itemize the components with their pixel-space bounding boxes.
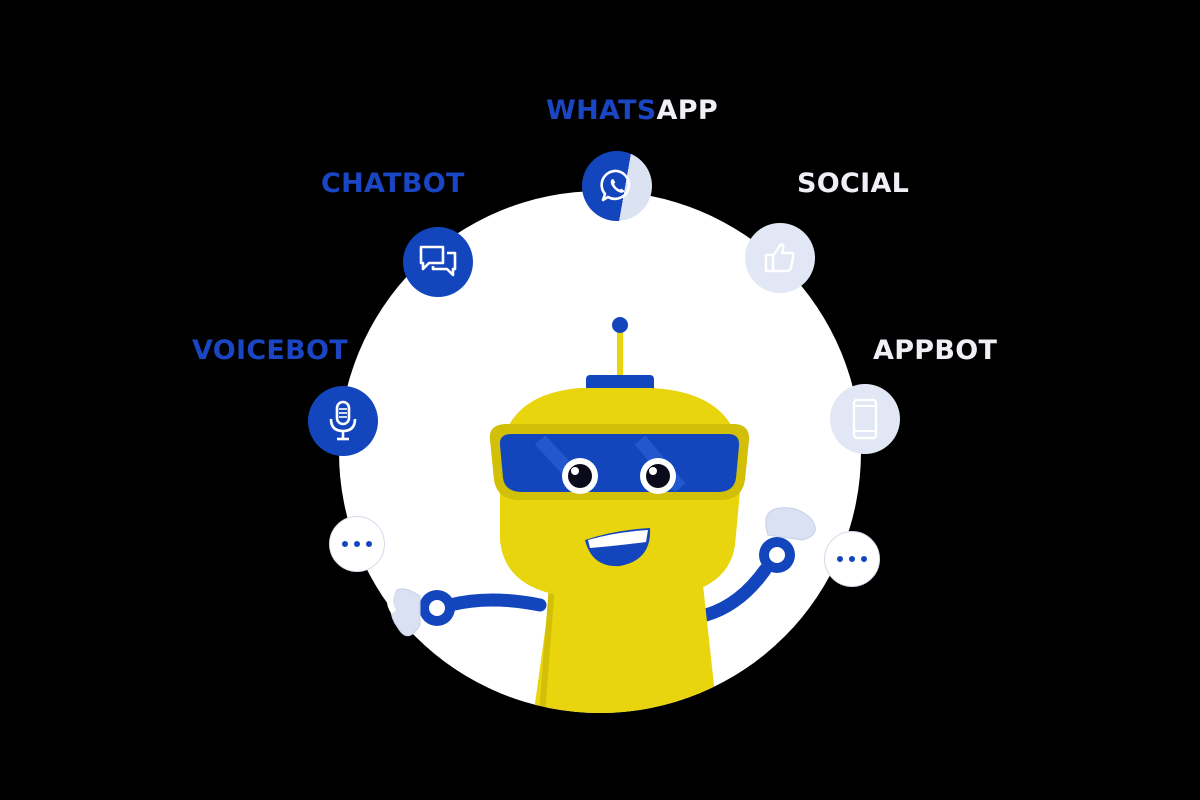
more-right-node[interactable] bbox=[824, 531, 880, 587]
social-label: SOCIAL bbox=[797, 168, 910, 199]
chatbot-label: CHATBOT bbox=[321, 168, 465, 199]
ellipsis-icon bbox=[837, 556, 867, 562]
robot-left-arm bbox=[387, 583, 547, 637]
whatsapp-icon bbox=[600, 169, 631, 202]
chat-bubbles-icon bbox=[419, 245, 457, 277]
whatsapp-label-white: APP bbox=[656, 95, 718, 126]
voicebot-node[interactable] bbox=[308, 386, 378, 456]
whatsapp-node[interactable] bbox=[582, 151, 652, 221]
ellipsis-icon bbox=[342, 541, 372, 547]
robot-antenna bbox=[586, 317, 654, 393]
appbot-label: APPBOT bbox=[873, 335, 998, 366]
thumbs-up-icon bbox=[764, 243, 795, 273]
robot-right-arm bbox=[699, 507, 816, 622]
more-left-node[interactable] bbox=[329, 516, 385, 572]
smartphone-icon bbox=[852, 398, 878, 440]
whatsapp-label-blue: WHATS bbox=[546, 95, 657, 126]
robot-head bbox=[489, 388, 750, 598]
robot-body bbox=[530, 570, 720, 713]
social-node[interactable] bbox=[745, 223, 815, 293]
chatbot-node[interactable] bbox=[403, 227, 473, 297]
appbot-node[interactable] bbox=[830, 384, 900, 454]
microphone-icon bbox=[329, 400, 357, 441]
whatsapp-label: WHATSAPP bbox=[546, 97, 718, 124]
voicebot-label: VOICEBOT bbox=[192, 335, 349, 366]
